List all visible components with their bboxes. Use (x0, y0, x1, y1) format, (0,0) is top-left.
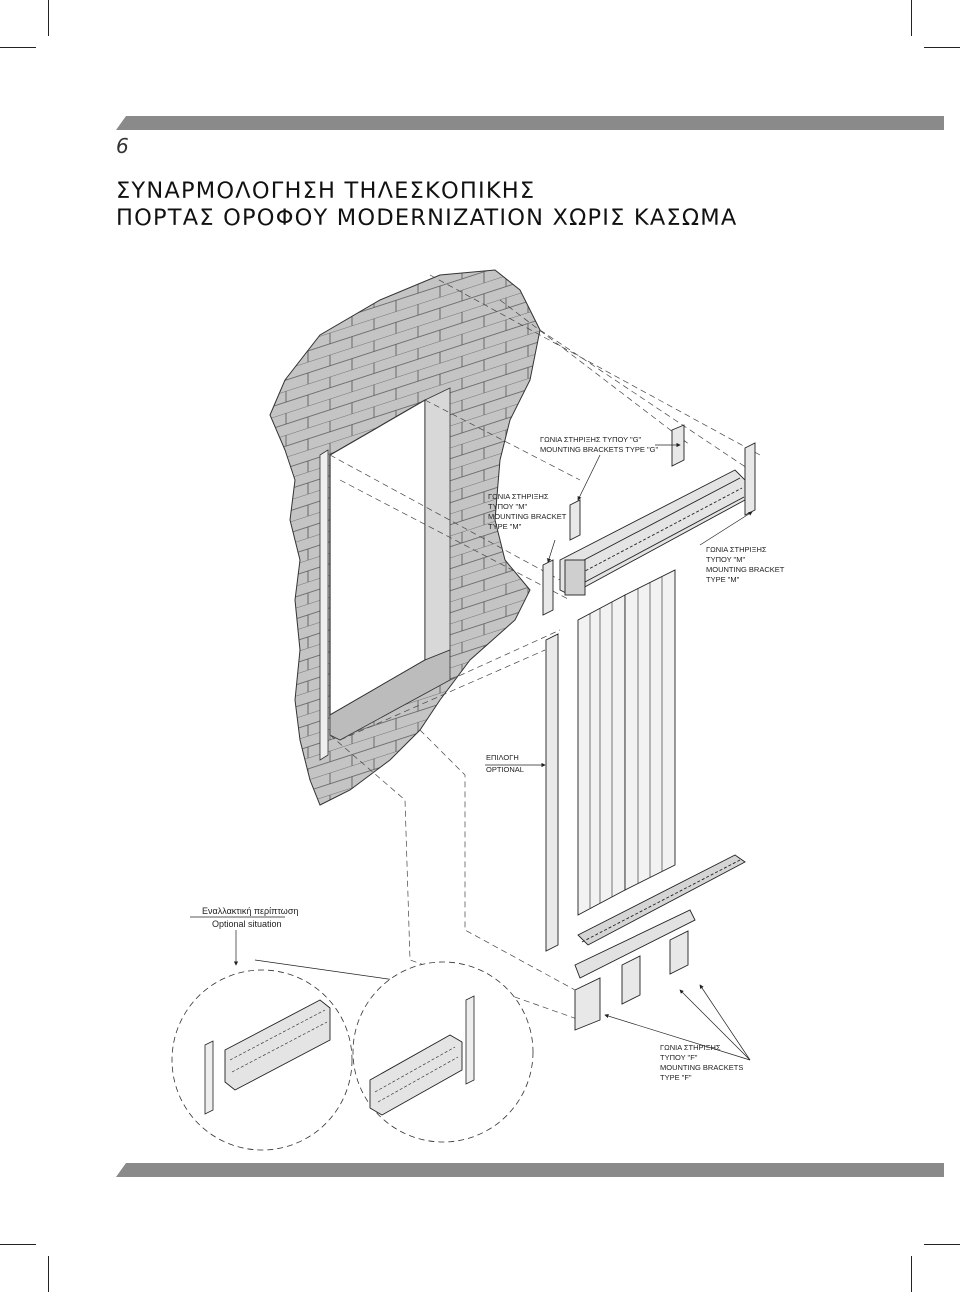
crop-mark (911, 1256, 912, 1292)
label-optional-gr: ΕΠΙΛΟΓΗ (486, 753, 519, 762)
detail-circle-left (171, 969, 353, 1151)
page-number: 6 (116, 134, 129, 158)
bracket-g-right (671, 424, 685, 467)
label-bracket-m-right-gr2: ΤΥΠΟΥ "M" (706, 555, 745, 564)
crop-mark (924, 1244, 960, 1245)
label-alt-case-en: Optional situation (212, 919, 282, 929)
crop-mark (0, 1244, 36, 1245)
projection-lines (329, 274, 761, 1021)
label-optional-en: OPTIONAL (486, 765, 524, 774)
side-jamb-profile (545, 633, 559, 952)
brick-wall (269, 269, 541, 806)
crop-mark (0, 47, 36, 48)
label-bracket-m-left-gr1: ΓΩΝΙΑ ΣΤΗΡΙΞΗΣ (488, 492, 549, 501)
label-alt-case-gr: Εναλλακτική περίπτωση (202, 906, 298, 916)
label-bracket-f-en1: MOUNTING BRACKETS (660, 1063, 743, 1072)
bracket-m-left (542, 559, 554, 616)
label-bracket-m-left-en1: MOUNTING BRACKET (488, 512, 567, 521)
label-bracket-f-en2: TYPE "F" (660, 1073, 692, 1082)
crop-mark (48, 1256, 49, 1292)
header-band (116, 116, 944, 130)
label-bracket-m-right-en1: MOUNTING BRACKET (706, 565, 785, 574)
detail-circle-right (352, 961, 534, 1143)
wall-opening (329, 398, 426, 717)
bracket-m-right (744, 442, 756, 516)
label-bracket-f-gr1: ΓΩΝΙΑ ΣΤΗΡΙΞΗΣ (660, 1043, 721, 1052)
leader-lines (233, 442, 753, 1061)
label-bracket-g-en: MOUNTING BRACKETS TYPE "G" (540, 445, 658, 454)
bracket-g-left (569, 499, 581, 541)
title-line-1: ΣΥΝΑΡΜΟΛΟΓΗΣΗ ΤΗΛΕΣΚΟΠΙΚΗΣ (116, 178, 536, 204)
label-bracket-g-gr: ΓΩΝΙΑ ΣΤΗΡΙΞΗΣ ΤΥΠΟΥ "G" (540, 435, 642, 444)
title-line-2: ΠΟΡΤΑΣ ΟΡΟΦΟΥ MODERNIZATION ΧΩΡΙΣ ΚΑΣΩΜΑ (116, 205, 738, 231)
door-panels (577, 569, 676, 916)
page-title: ΣΥΝΑΡΜΟΛΟΓΗΣΗ ΤΗΛΕΣΚΟΠΙΚΗΣ ΠΟΡΤΑΣ ΟΡΟΦΟΥ… (116, 178, 737, 232)
label-bracket-f-gr2: ΤΥΠΟΥ "F" (660, 1053, 698, 1062)
crop-mark (911, 0, 912, 36)
crop-mark (48, 0, 49, 36)
top-track-assembly (559, 469, 746, 596)
sill-assembly (574, 854, 746, 1031)
label-bracket-m-left-gr2: ΤΥΠΟΥ "M" (488, 502, 527, 511)
label-bracket-m-right-en2: TYPE "M" (706, 575, 740, 584)
crop-mark (924, 47, 960, 48)
label-bracket-m-right-gr1: ΓΩΝΙΑ ΣΤΗΡΙΞΗΣ (706, 545, 767, 554)
footer-band (116, 1163, 944, 1177)
label-bracket-m-left-en2: TYPE "M" (488, 522, 522, 531)
